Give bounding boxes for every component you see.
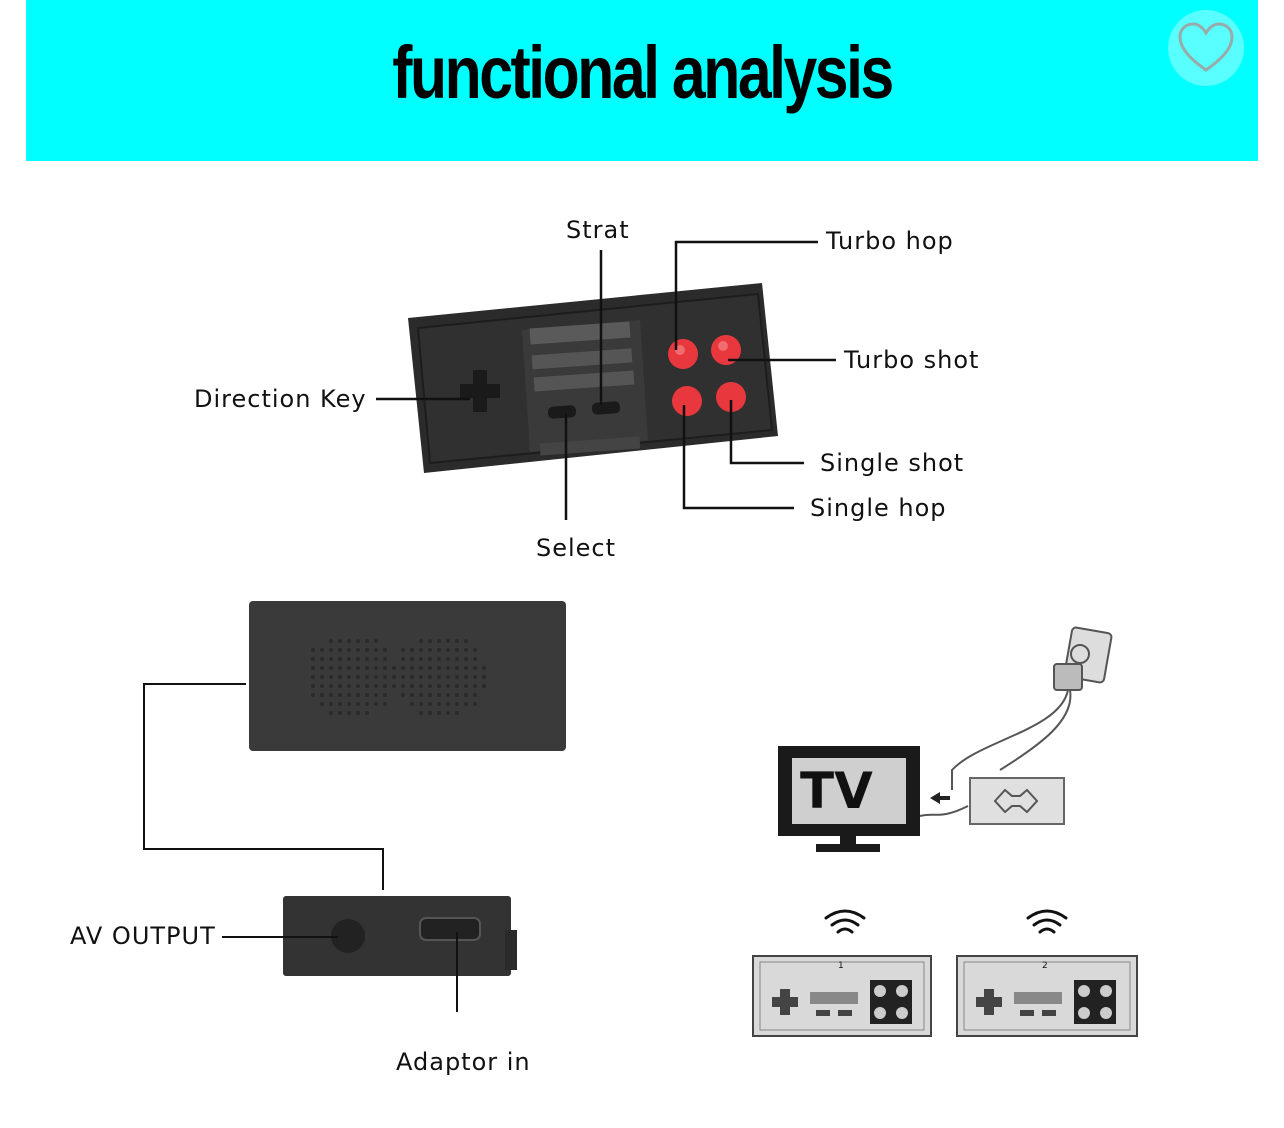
- wifi-icon: [824, 909, 866, 934]
- dpad-icon: [460, 370, 500, 412]
- label-single-shot: Single shot: [820, 449, 965, 477]
- arrow-left-icon: [930, 792, 950, 804]
- header-banner: [26, 0, 1258, 161]
- tv-label: TV: [800, 762, 873, 820]
- page-title: functional analysis: [392, 31, 894, 114]
- power-plug-icon: [1053, 626, 1113, 691]
- label-turbo-shot: Turbo shot: [844, 346, 980, 374]
- controller-image: [408, 283, 778, 473]
- label-direction-key: Direction Key: [194, 385, 367, 413]
- hdmi-port-icon: [419, 917, 481, 941]
- console-side-image: [283, 896, 517, 976]
- favorite-button[interactable]: [1168, 10, 1244, 86]
- wifi-icon: [1026, 909, 1068, 934]
- label-av-output: AV OUTPUT: [70, 922, 216, 950]
- player-1-number: 1: [838, 961, 844, 971]
- connection-diagram: TV 1 2: [752, 626, 1138, 1037]
- gamepad-2-icon: [956, 955, 1138, 1037]
- label-single-hop: Single hop: [810, 494, 947, 522]
- label-start: Strat: [566, 216, 630, 244]
- label-adaptor-in: Adaptor in: [396, 1048, 531, 1076]
- player-2-number: 2: [1042, 961, 1048, 971]
- label-select: Select: [536, 534, 617, 562]
- heart-icon: [1178, 22, 1234, 72]
- av-port-icon: [331, 919, 365, 953]
- gamepad-1-icon: [752, 955, 932, 1037]
- console-image: [249, 601, 566, 751]
- tv-icon: [778, 746, 920, 852]
- label-turbo-hop: Turbo hop: [826, 227, 954, 255]
